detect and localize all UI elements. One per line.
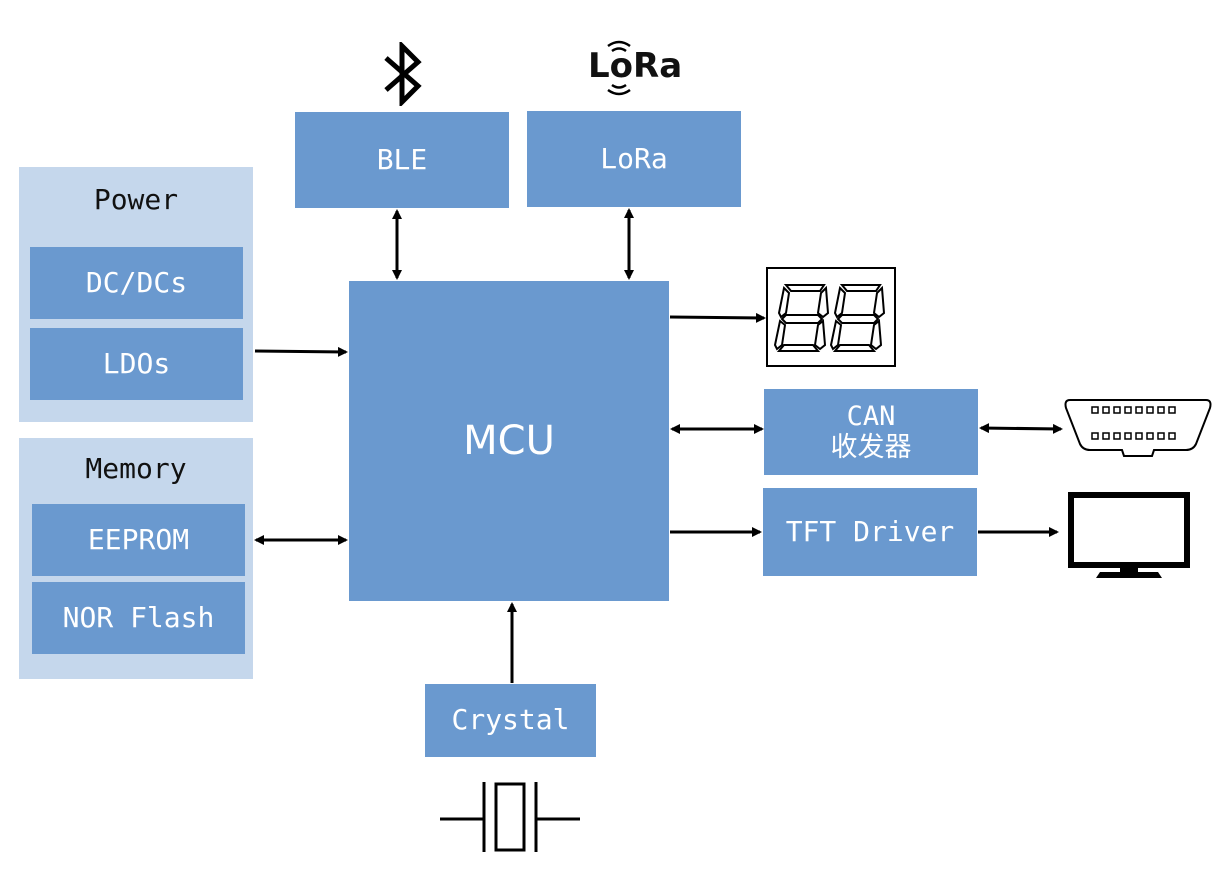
- ble-block: BLE: [295, 112, 509, 208]
- dcdc-block: DC/DCs: [30, 247, 243, 319]
- can-transceiver-block: CAN 收发器: [764, 389, 978, 475]
- mcu-display-arrow: [669, 312, 766, 323]
- eeprom-block: EEPROM: [32, 504, 245, 576]
- tft-driver-block: TFT Driver: [763, 488, 977, 576]
- can-label: CAN: [846, 400, 896, 432]
- lora-waves-icon: [607, 40, 631, 96]
- power-group-title: Power: [93, 183, 179, 216]
- memory-group-title: Memory: [85, 452, 187, 485]
- ldo-block: LDOs: [30, 328, 243, 400]
- crystal-block: Crystal: [425, 684, 596, 757]
- can-transceiver-label: 收发器: [830, 432, 912, 463]
- bluetooth-icon: [384, 42, 422, 106]
- monitor-icon: [1068, 492, 1190, 578]
- crystal-symbol-icon: [440, 782, 580, 852]
- lora-logo-text: LoRa: [588, 46, 683, 86]
- memory-group: Memory EEPROM NOR Flash: [19, 438, 253, 679]
- nor-flash-block: NOR Flash: [32, 582, 245, 654]
- power-group: Power DC/DCs LDOs: [19, 167, 253, 422]
- seven-segment-display-icon: [766, 267, 896, 367]
- obd-connector-icon: [1064, 399, 1212, 457]
- lora-logo: LoRa: [588, 46, 682, 86]
- can-obd-arrow: [979, 423, 1063, 434]
- mcu-block: MCU: [349, 281, 669, 601]
- power-mcu-arrow: [254, 346, 348, 357]
- lora-block: LoRa: [527, 111, 741, 207]
